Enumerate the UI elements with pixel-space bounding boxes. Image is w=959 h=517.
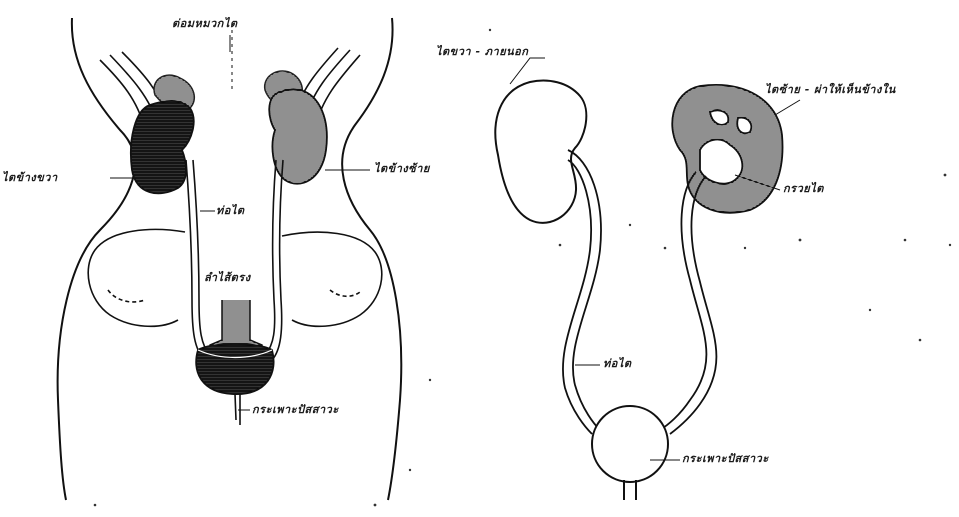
label-urinary-bladder-right-figure: กระเพาะปัสสาวะ bbox=[682, 453, 769, 465]
right-figure-bladder bbox=[592, 406, 668, 500]
label-right-kidney: ไตข้างขวา bbox=[2, 172, 58, 184]
label-ureter-left-figure: ท่อไต bbox=[216, 205, 245, 217]
sectioned-kidney bbox=[672, 85, 782, 213]
torso-right-outline bbox=[342, 18, 401, 500]
torso-left-outline bbox=[58, 18, 135, 500]
label-left-kidney: ไตข้างซ้าย bbox=[374, 163, 430, 175]
left-kidney-left-fig bbox=[269, 89, 327, 184]
label-rectum: ลำไส้ตรง bbox=[204, 272, 251, 284]
label-ureter-right-figure: ท่อไต bbox=[603, 358, 632, 370]
label-renal-pelvis: กรวยไต bbox=[783, 183, 824, 195]
label-urinary-bladder-left-figure: กระเพาะปัสสาวะ bbox=[252, 404, 339, 416]
label-adrenal-gland: ต่อมหมวกไต bbox=[172, 18, 238, 30]
label-kidney-section: ไตซ้าย - ผ่าให้เห็นข้างใน bbox=[765, 84, 896, 96]
right-kidney-left-fig bbox=[131, 101, 194, 193]
left-torso-figure bbox=[58, 18, 402, 500]
left-figure-kidneys bbox=[131, 89, 327, 193]
label-kidney-external: ไตขวา - ภายนอก bbox=[436, 46, 528, 58]
